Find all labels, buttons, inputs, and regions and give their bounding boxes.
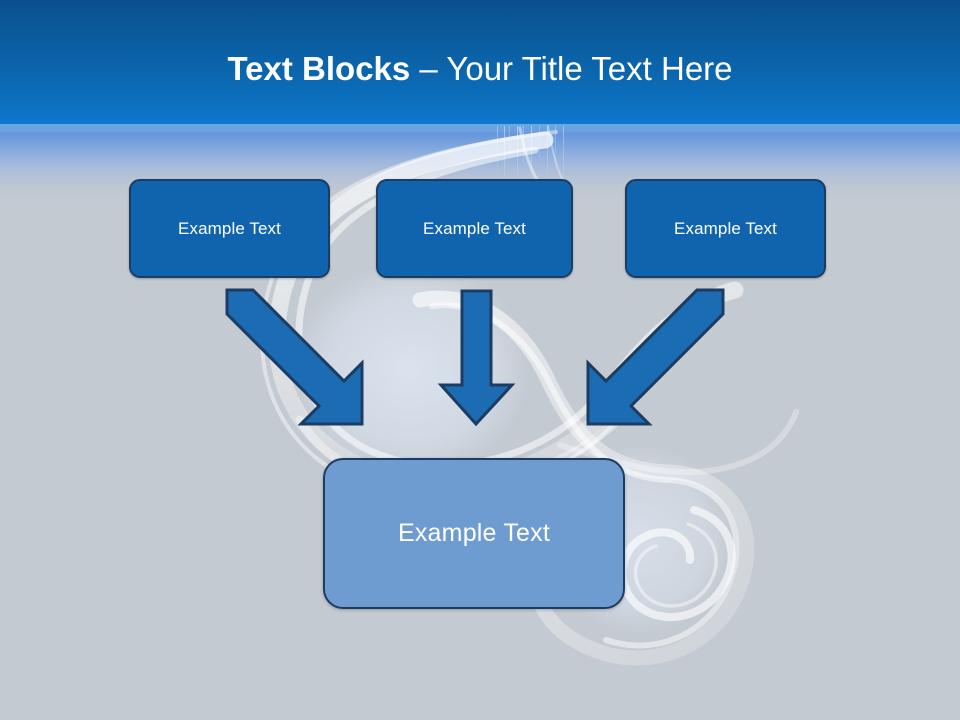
slide-title-bold: Text Blocks [227, 50, 411, 87]
text-block-1[interactable]: Example Text [129, 179, 330, 278]
text-block-1-label: Example Text [178, 218, 281, 238]
text-block-3-label: Example Text [674, 218, 777, 238]
slide-title: Text Blocks – Your Title Text Here [0, 48, 960, 90]
text-block-3[interactable]: Example Text [625, 179, 826, 278]
text-block-2-label: Example Text [423, 218, 526, 238]
slide-title-separator: – [410, 50, 447, 87]
slide-title-rest: Your Title Text Here [446, 50, 733, 87]
result-text-block-label: Example Text [397, 519, 550, 547]
text-block-2[interactable]: Example Text [376, 179, 573, 278]
sky-gradient-band [0, 0, 960, 200]
result-text-block[interactable]: Example Text [323, 458, 625, 609]
